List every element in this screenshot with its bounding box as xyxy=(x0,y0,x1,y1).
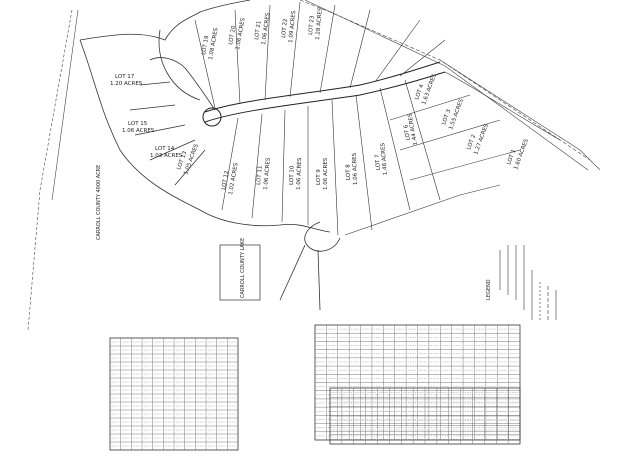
lot-acres: 1.09 ACRES xyxy=(288,10,297,43)
line-table xyxy=(314,324,521,441)
north-lot-lines xyxy=(194,1,446,109)
lot-label: LOT 12 xyxy=(221,170,230,190)
lot-label: LOT 21 xyxy=(254,20,263,40)
lot-label: LOT 11 xyxy=(256,165,264,185)
lot-label: LOT 14 xyxy=(155,146,175,152)
legend: LEGEND xyxy=(486,245,557,320)
lot-label: LOT 6 xyxy=(403,124,412,141)
lot-label: LOT 10 xyxy=(289,165,296,185)
lot-label: LOT 17 xyxy=(115,74,135,80)
data-tables xyxy=(109,324,521,451)
lot-acres: 1.06 ACRES xyxy=(323,157,329,190)
lot-label: LOT 22 xyxy=(281,18,289,38)
lot-acres: 1.20 ACRES xyxy=(110,81,143,87)
lot-acres: 1.06 ACRES xyxy=(296,157,303,190)
lake-box-label: CARROLL COUNTY LAKE xyxy=(240,238,246,298)
lot-acres: 1.06 ACRES xyxy=(261,12,272,45)
south-cul-de-sac xyxy=(279,221,341,311)
lot-acres: 1.28 ACRES xyxy=(315,7,324,40)
lot-acres: 1.06 ACRES xyxy=(352,152,359,185)
lot-label: LOT 7 xyxy=(375,154,382,171)
lot-label: LOT 8 xyxy=(345,164,352,181)
west-lots-outline xyxy=(79,0,331,233)
lot-acres: 1.06 ACRES xyxy=(263,157,272,190)
main-road xyxy=(202,61,446,127)
lake-box: CARROLL COUNTY LAKE xyxy=(219,238,261,301)
line-table-lower xyxy=(329,387,521,445)
lot-acres: 1.03 ACRES xyxy=(150,153,183,159)
lot-acres: 1.08 ACRES xyxy=(208,27,220,60)
lot-label: LOT 3 xyxy=(441,108,452,125)
curve-table xyxy=(109,337,239,451)
lot-acres: 1.06 ACRES xyxy=(235,17,247,50)
lot-label: LOT 15 xyxy=(128,121,148,127)
lot-acres: 1.06 ACRES xyxy=(122,128,155,134)
legend-title: LEGEND xyxy=(486,279,492,300)
lot-label: LOT 2 xyxy=(466,134,477,151)
lot-label: LOT 20 xyxy=(228,25,237,46)
lot-labels: LOT 19 1.08 ACRES LOT 20 1.06 ACRES LOT … xyxy=(110,7,530,195)
lot-label: LOT 23 xyxy=(308,15,316,35)
boundary-lines xyxy=(27,0,601,331)
lot-label: LOT 19 xyxy=(201,35,210,56)
lot-acres: 1.02 ACRES xyxy=(228,162,240,195)
lot-acres: 1.48 ACRES xyxy=(380,142,389,175)
lot-label: LOT 4 xyxy=(414,83,425,100)
lot-acres: 1.44 ACRES xyxy=(407,112,419,145)
lot-label: LOT 9 xyxy=(316,169,322,185)
south-lot-lines xyxy=(221,71,561,236)
lot-label: LOT 1 xyxy=(506,149,517,166)
adjoiner-label: CARROLL COUNTY 4000 ACRE xyxy=(96,165,102,240)
